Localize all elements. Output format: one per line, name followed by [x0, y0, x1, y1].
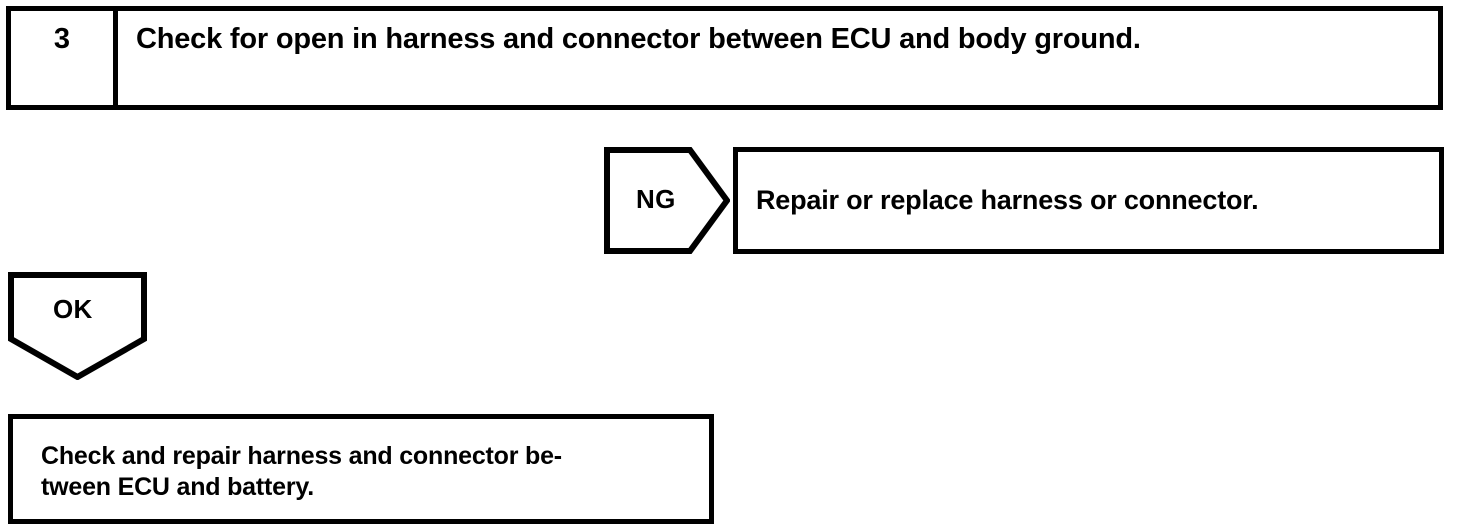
step-row: 3 Check for open in harness and connecto…	[6, 6, 1443, 110]
step-instruction-text: Check for open in harness and connector …	[136, 23, 1141, 55]
step-number-cell: 3	[11, 11, 118, 105]
ok-arrow-icon	[8, 272, 147, 380]
ok-result-text: Check and repair harness and connector b…	[41, 442, 562, 502]
ok-branch-label: OK	[53, 294, 93, 324]
step-instruction-cell: Check for open in harness and connector …	[118, 11, 1438, 105]
ok-result-box: Check and repair harness and connector b…	[8, 414, 714, 524]
ng-result-text: Repair or replace harness or connector.	[756, 185, 1259, 215]
step-number: 3	[53, 23, 71, 55]
ng-branch-label: NG	[636, 184, 676, 214]
ng-arrow-icon	[604, 147, 730, 254]
ng-result-box: Repair or replace harness or connector.	[733, 147, 1444, 254]
